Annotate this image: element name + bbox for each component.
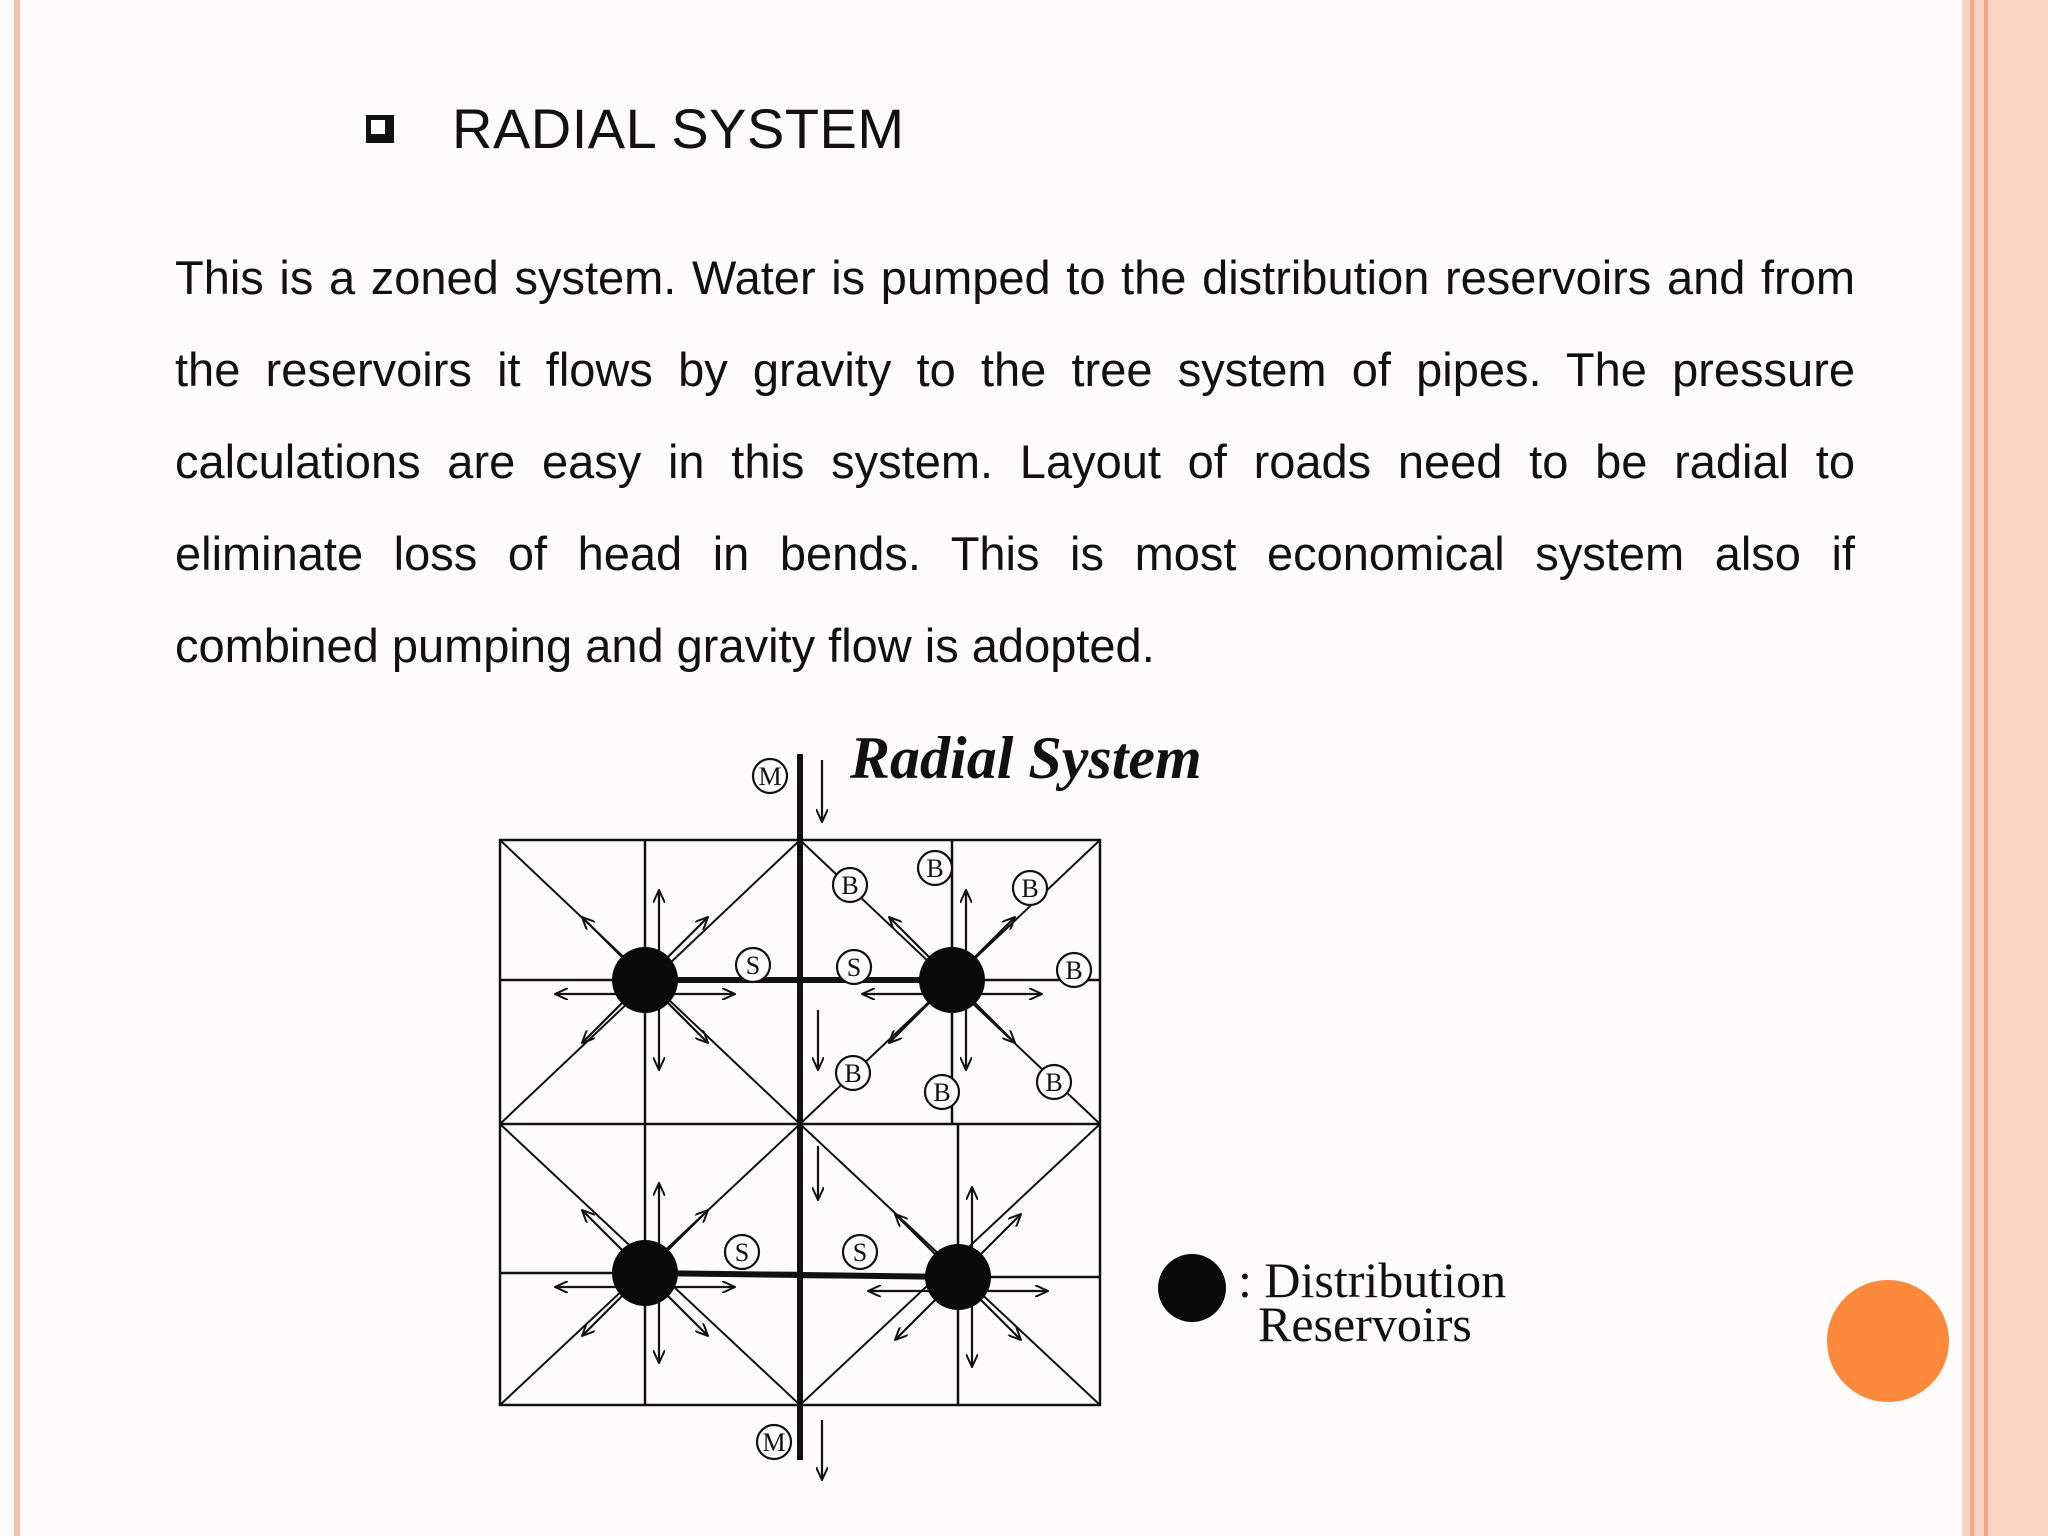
right-border-line bbox=[1984, 0, 1988, 1536]
diagram-svg: M M S S S S B B B B B B B bbox=[498, 754, 1226, 1510]
flow-arrow bbox=[976, 1295, 1021, 1340]
legend-line-1: : Distribution bbox=[1238, 1252, 1507, 1308]
distribution-reservoir bbox=[925, 1244, 991, 1310]
pipe-label-text: S bbox=[746, 951, 760, 980]
right-border-line bbox=[1970, 0, 1974, 1536]
pipe-label-circle bbox=[723, 1233, 761, 1271]
checkbox-bullet-icon bbox=[366, 114, 394, 143]
distribution-reservoir bbox=[612, 1240, 678, 1306]
distribution-reservoir bbox=[612, 947, 678, 1013]
pipe-label-circle bbox=[923, 1073, 961, 1111]
pipe-label-circle bbox=[834, 1054, 872, 1092]
flow-arrow bbox=[582, 1291, 627, 1336]
pipe-label-circle bbox=[751, 757, 789, 795]
pipe-label-circle bbox=[734, 946, 772, 984]
flow-arrow bbox=[582, 998, 627, 1043]
flow-arrow bbox=[663, 917, 708, 962]
flow-arrow bbox=[976, 1214, 1021, 1259]
body-paragraph: This is a zoned system. Water is pumped … bbox=[175, 251, 1855, 672]
flow-arrow bbox=[895, 1295, 940, 1340]
right-border-band bbox=[1962, 0, 2048, 1536]
distribution-reservoir bbox=[919, 947, 985, 1013]
flow-arrow bbox=[889, 917, 934, 962]
submain-pipe bbox=[644, 1270, 959, 1280]
pipe-label-text: B bbox=[1021, 874, 1038, 903]
pipe-label-circle bbox=[835, 948, 873, 986]
pipe-label-text: B bbox=[926, 854, 943, 883]
flow-arrow bbox=[582, 1210, 627, 1255]
slide: RADIAL SYSTEM This is a zoned system. Wa… bbox=[175, 96, 1949, 1536]
pipe-label-text: M bbox=[762, 1428, 785, 1457]
diagram-legend: : Distribution Reservoirs bbox=[1238, 1252, 1507, 1352]
pipe-label-text: M bbox=[758, 762, 781, 791]
pipe-label-text: B bbox=[1045, 1068, 1062, 1097]
flow-arrow bbox=[889, 998, 934, 1043]
pipe-label-circle bbox=[916, 849, 954, 887]
pipe-label-circle bbox=[1011, 869, 1049, 907]
flow-arrow bbox=[970, 998, 1015, 1043]
pipe-label-text: B bbox=[844, 1059, 861, 1088]
decorative-orange-circle bbox=[1827, 1280, 1949, 1402]
pipe-label-text: S bbox=[735, 1238, 749, 1267]
heading-text: RADIAL SYSTEM bbox=[452, 97, 905, 160]
pipe-label-circle bbox=[1035, 1063, 1073, 1101]
pipe-label-circle bbox=[841, 1233, 879, 1271]
left-border-stripe bbox=[14, 0, 20, 1536]
flow-arrow bbox=[970, 917, 1015, 962]
flow-arrow bbox=[895, 1214, 940, 1259]
diagram-title: Radial System bbox=[850, 725, 1202, 791]
flow-arrow bbox=[663, 1291, 708, 1336]
flow-arrow bbox=[663, 998, 708, 1043]
pipe-label-circle bbox=[831, 866, 869, 904]
legend-reservoir-marker bbox=[1158, 1254, 1226, 1322]
flow-arrow bbox=[582, 917, 627, 962]
pipe-label-text: B bbox=[841, 871, 858, 900]
pipe-label-circle bbox=[755, 1423, 793, 1461]
radial-system-diagram: M M S S S S B B B B B B B Radial System : Distributi… bbox=[470, 710, 1570, 1510]
pipe-label-text: B bbox=[1065, 956, 1082, 985]
flow-arrow bbox=[663, 1210, 708, 1255]
pipe-label-text: S bbox=[847, 953, 861, 982]
pipe-label-circle bbox=[1055, 951, 1093, 989]
legend-line-2: Reservoirs bbox=[1258, 1296, 1472, 1352]
pipe-label-text: S bbox=[853, 1238, 867, 1267]
pipe-label-text: B bbox=[933, 1078, 950, 1107]
slide-heading: RADIAL SYSTEM bbox=[366, 96, 905, 161]
